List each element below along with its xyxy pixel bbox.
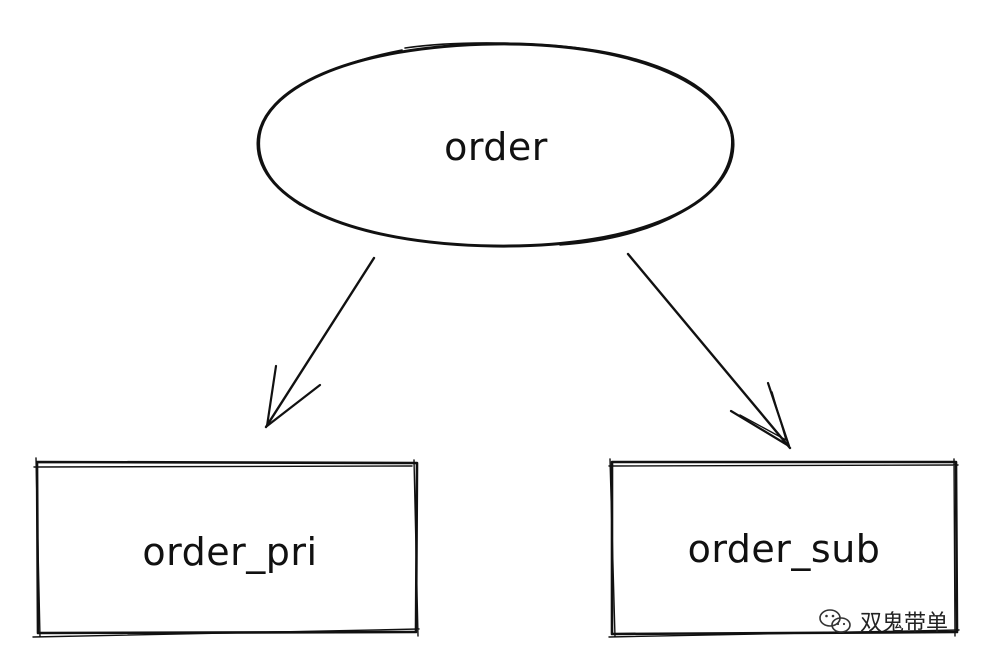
node-order-sub-label: order_sub bbox=[688, 527, 881, 571]
edge-order-to-order-sub-line bbox=[626, 252, 792, 450]
node-order: order bbox=[256, 42, 735, 248]
node-order-sub-box-overstroke bbox=[608, 458, 960, 638]
edge-order-to-order-sub bbox=[626, 252, 792, 450]
node-order-label: order bbox=[444, 125, 548, 169]
watermark-text: 双鬼带单 bbox=[860, 611, 948, 636]
node-order-ellipse-overstroke bbox=[258, 42, 733, 246]
wechat-icon bbox=[819, 609, 851, 633]
node-order-pri-box-overstroke bbox=[32, 457, 420, 638]
edge-order-to-order-pri-arrowhead bbox=[265, 364, 322, 428]
edge-order-to-order-sub-arrowhead-overstroke bbox=[739, 391, 787, 441]
watermark: 双鬼带单 bbox=[819, 609, 948, 636]
node-order-sub: order_sub bbox=[608, 458, 960, 638]
node-order-pri-label: order_pri bbox=[142, 530, 317, 574]
edge-order-to-order-pri bbox=[264, 256, 376, 429]
node-order-sub-box bbox=[610, 460, 959, 636]
edge-order-to-order-pri-line bbox=[264, 256, 376, 429]
node-order-pri: order_pri bbox=[32, 457, 420, 638]
node-order-pri-box bbox=[35, 460, 419, 635]
